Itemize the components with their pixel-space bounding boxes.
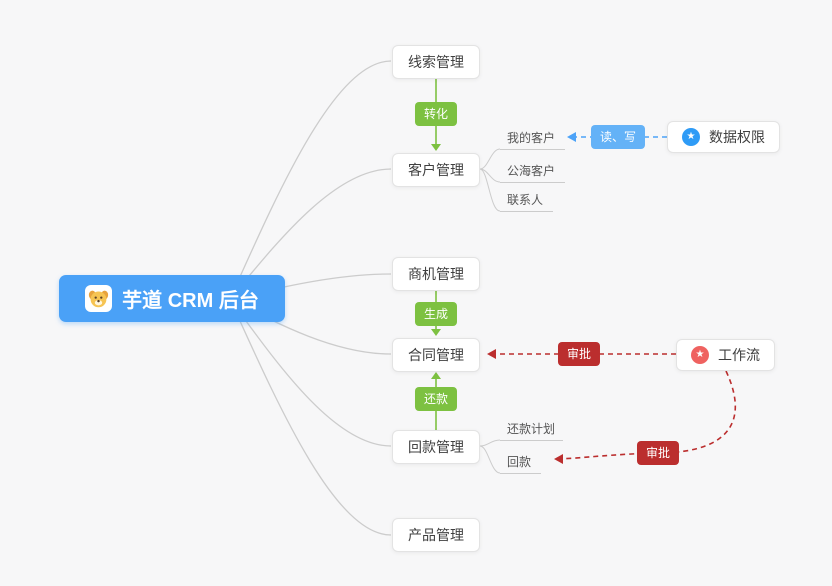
node-customers-label: 客户管理: [408, 162, 464, 178]
badge-generate: 生成: [414, 302, 458, 326]
node-opportunities-label: 商机管理: [408, 266, 464, 282]
subitem-repayment: 回款: [500, 455, 541, 474]
edge-root-receivables: [229, 298, 392, 447]
node-data-permission-label: 数据权限: [709, 129, 765, 145]
dog-avatar-icon: [85, 285, 113, 312]
node-receivables: 回款管理: [392, 430, 480, 464]
node-contracts: 合同管理: [392, 338, 480, 372]
node-leads-label: 线索管理: [408, 54, 464, 70]
edge-receivables-repayment: [479, 445, 501, 474]
node-opportunities: 商机管理: [392, 257, 480, 291]
node-customers: 客户管理: [392, 153, 480, 187]
arrowhead-opportunities-contracts: [431, 329, 441, 336]
arrowhead-workflow-repayment: [554, 454, 563, 464]
arrowhead-workflow-contracts: [487, 349, 496, 359]
edge-receivables-plan: [479, 439, 501, 447]
node-leads: 线索管理: [392, 45, 480, 79]
node-products: 产品管理: [392, 518, 480, 552]
edge-root-leads: [229, 60, 392, 300]
edge-customers-contacts: [479, 168, 501, 212]
subitem-contacts: 联系人: [500, 193, 553, 212]
node-products-label: 产品管理: [408, 527, 464, 543]
edge-customers-my: [479, 148, 501, 170]
star-glyph: ★: [686, 131, 696, 142]
badge-read-write: 读、写: [590, 125, 646, 149]
node-receivables-label: 回款管理: [408, 439, 464, 455]
root-node-crm-backend: 芋道 CRM 后台: [59, 275, 285, 322]
arrowhead-datapermission: [567, 132, 576, 142]
node-workflow: ★ 工作流: [676, 339, 775, 371]
badge-repay: 还款: [414, 387, 458, 411]
star-glyph: ★: [695, 349, 705, 360]
badge-approve-receivable: 审批: [636, 441, 680, 465]
arrowhead-receivables-contracts: [431, 372, 441, 379]
subitem-my-customers: 我的客户: [500, 131, 565, 150]
badge-approve-contract: 审批: [557, 342, 601, 366]
edge-root-products: [229, 298, 392, 536]
subitem-repayment-plan: 还款计划: [500, 422, 563, 441]
subitem-public-sea-customers: 公海客户: [500, 164, 565, 183]
star-icon: ★: [691, 346, 709, 364]
node-data-permission: ★ 数据权限: [667, 121, 780, 153]
star-icon: ★: [682, 128, 700, 146]
node-workflow-label: 工作流: [718, 347, 760, 363]
arrowhead-leads-customers: [431, 144, 441, 151]
node-contracts-label: 合同管理: [408, 347, 464, 363]
badge-convert: 转化: [414, 102, 458, 126]
root-node-label: 芋道 CRM 后台: [122, 290, 259, 312]
